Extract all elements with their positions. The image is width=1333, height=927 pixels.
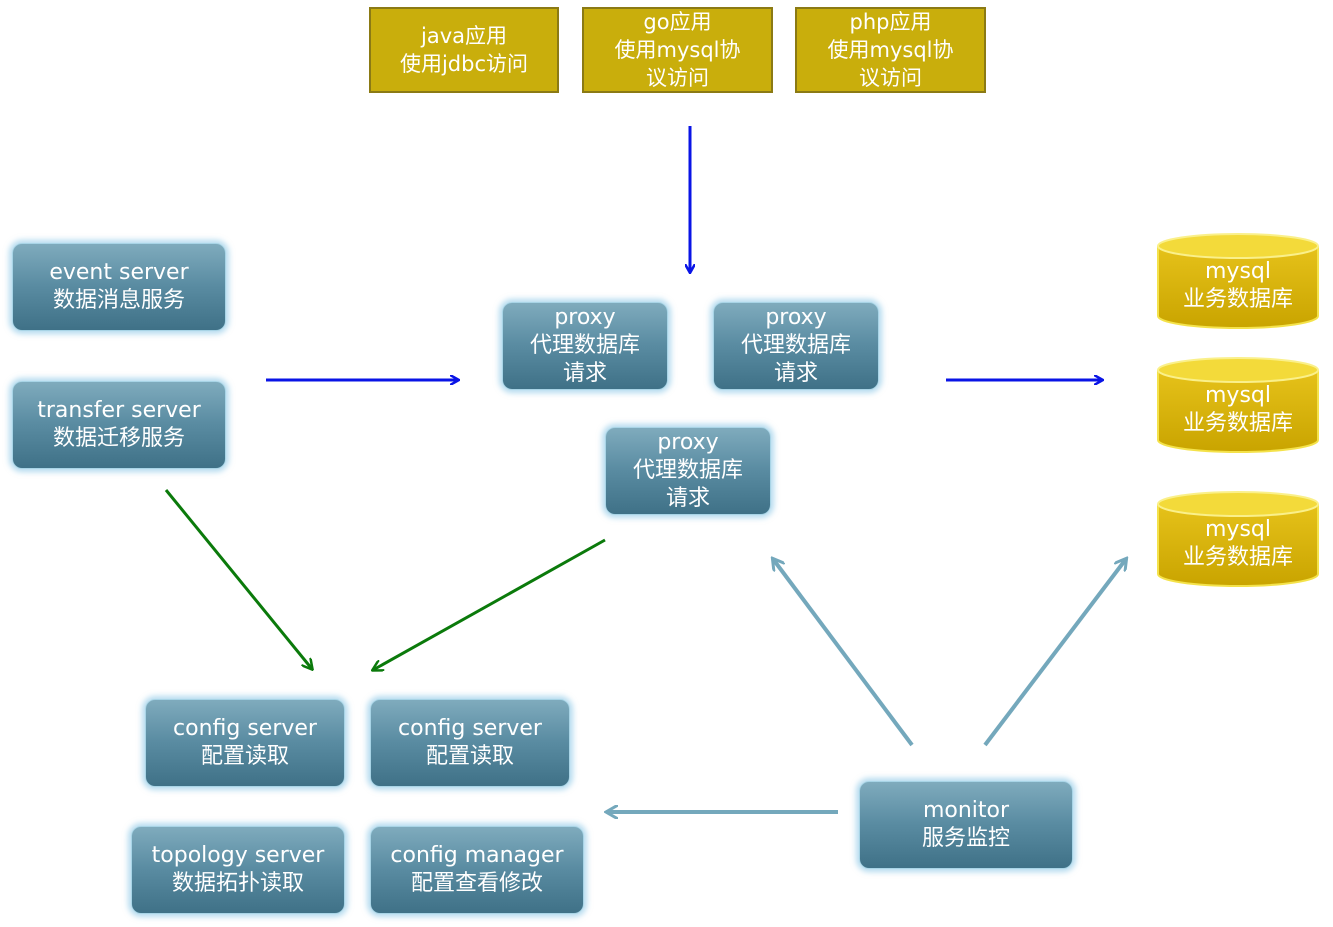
node-line2: 配置读取: [425, 744, 514, 769]
node-line1: config server: [173, 716, 317, 741]
mysql-db-1: mysql 业务数据库: [1155, 232, 1321, 330]
app-box-go: go应用 使用mysql协 议访问: [582, 7, 773, 93]
config-manager-node: config manager 配置查看修改: [370, 826, 584, 914]
node-line1: transfer server: [37, 398, 201, 423]
app-box-line2: 使用mysql协: [614, 38, 741, 62]
transfer-server-node: transfer server 数据迁移服务: [12, 381, 226, 469]
app-box-line3: 议访问: [646, 66, 709, 90]
db-line2: 业务数据库: [1182, 411, 1293, 436]
database-cylinder-icon: [1157, 491, 1319, 587]
node-line2: 数据迁移服务: [52, 426, 185, 451]
config-server-node-1: config server 配置读取: [145, 699, 345, 787]
mysql-db-2: mysql 业务数据库: [1155, 356, 1321, 454]
topology-server-node: topology server 数据拓扑读取: [131, 826, 345, 914]
node-line2: 数据消息服务: [52, 288, 185, 313]
event-server-node: event server 数据消息服务: [12, 243, 226, 331]
arrow-transfer-to-config: [164, 489, 312, 669]
arrow-monitor-to-proxy: [773, 559, 914, 747]
proxy-node-1: proxy 代理数据库 请求: [502, 302, 668, 390]
node-line1: proxy: [765, 305, 827, 330]
node-line2: 配置读取: [200, 744, 289, 769]
node-line1: config server: [398, 716, 542, 741]
proxy-node-2: proxy 代理数据库 请求: [713, 302, 879, 390]
app-box-java: java应用 使用jdbc访问: [369, 7, 559, 93]
node-line1: monitor: [922, 798, 1010, 823]
node-line2: 代理数据库: [740, 333, 851, 358]
app-box-php: php应用 使用mysql协 议访问: [795, 7, 986, 93]
mysql-db-3: mysql 业务数据库: [1155, 490, 1321, 588]
node-line2: 服务监控: [921, 826, 1010, 851]
node-line1: proxy: [657, 430, 719, 455]
app-box-line2: 使用mysql协: [827, 38, 954, 62]
db-line2: 业务数据库: [1182, 545, 1293, 570]
node-line1: proxy: [554, 305, 616, 330]
node-line2: 配置查看修改: [410, 871, 543, 896]
db-line1: mysql: [1205, 517, 1271, 542]
node-line1: topology server: [151, 843, 325, 868]
app-box-line1: go应用: [643, 10, 712, 34]
app-box-line2: 使用jdbc访问: [399, 52, 529, 76]
app-box-line1: java应用: [421, 24, 507, 48]
db-line1: mysql: [1205, 383, 1271, 408]
monitor-node: monitor 服务监控: [859, 781, 1073, 869]
database-cylinder-icon: [1157, 233, 1319, 329]
node-line2: 代理数据库: [632, 458, 743, 483]
db-line1: mysql: [1205, 259, 1271, 284]
mysql-db-label: mysql 业务数据库: [1155, 250, 1321, 322]
mysql-db-label: mysql 业务数据库: [1155, 374, 1321, 446]
db-line2: 业务数据库: [1182, 287, 1293, 312]
arrow-proxy-to-config: [373, 538, 606, 670]
node-line3: 请求: [773, 361, 818, 386]
proxy-node-3: proxy 代理数据库 请求: [605, 427, 771, 515]
database-cylinder-icon: [1157, 357, 1319, 453]
node-line3: 请求: [562, 361, 607, 386]
config-server-node-2: config server 配置读取: [370, 699, 570, 787]
node-line2: 代理数据库: [529, 333, 640, 358]
node-line1: event server: [49, 260, 189, 285]
arrow-monitor-to-mysql: [983, 559, 1126, 747]
node-line3: 请求: [665, 486, 710, 511]
node-line1: config manager: [390, 843, 564, 868]
mysql-db-label: mysql 业务数据库: [1155, 508, 1321, 580]
app-box-line1: php应用: [849, 10, 932, 34]
node-line2: 数据拓扑读取: [171, 871, 304, 896]
app-box-line3: 议访问: [859, 66, 922, 90]
